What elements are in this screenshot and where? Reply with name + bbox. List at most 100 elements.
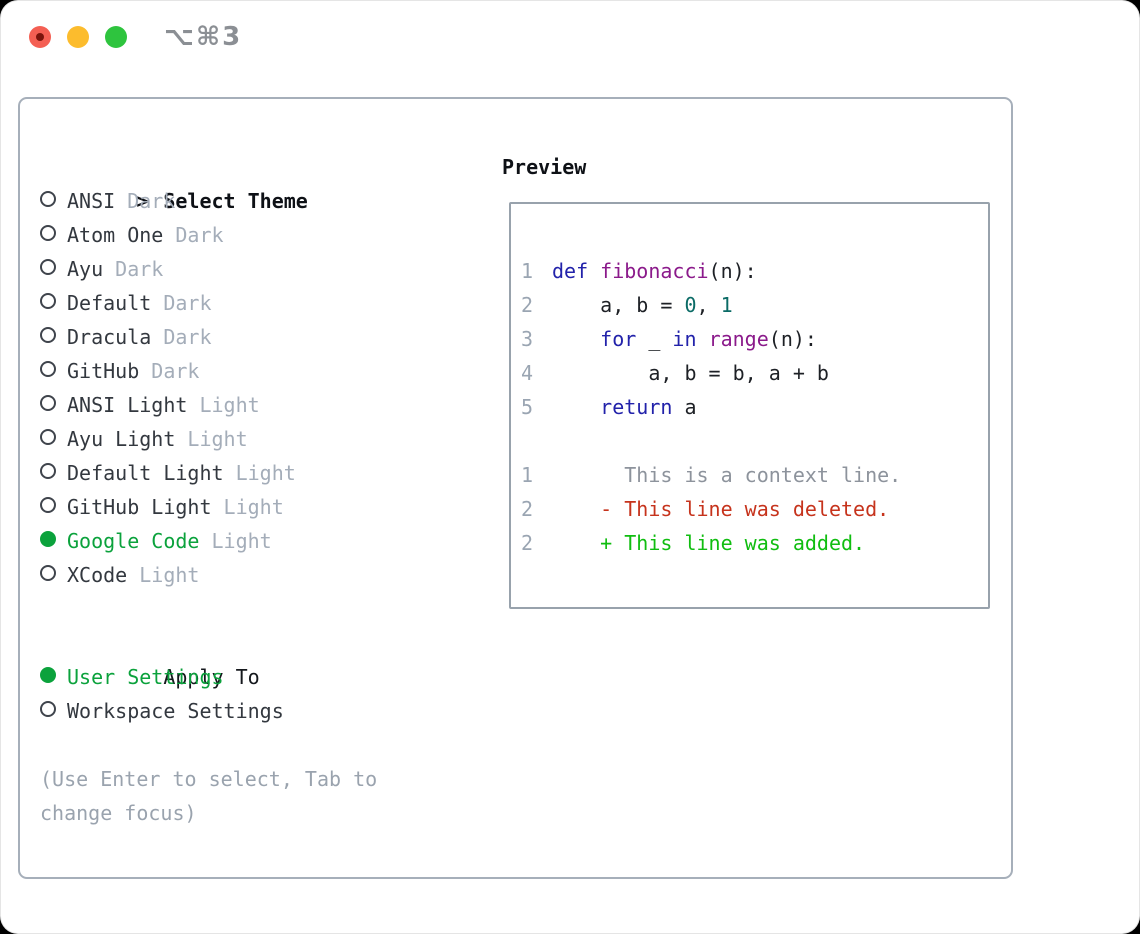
theme-item-variant: Light: [199, 393, 260, 417]
theme-item-github[interactable]: GitHub Dark: [40, 354, 308, 388]
token-keyword: return: [600, 395, 673, 419]
radio-icon: [40, 293, 56, 309]
theme-item-label: Ayu: [67, 257, 116, 281]
radio-icon: [40, 558, 67, 592]
token-function_name: fibonacci: [600, 259, 709, 283]
radio-icon: [40, 463, 56, 479]
line-number: 1: [521, 259, 534, 283]
radio-icon: [40, 388, 67, 422]
line-number: 2: [521, 497, 534, 521]
zoom-button[interactable]: [105, 26, 127, 48]
close-button[interactable]: [29, 26, 51, 48]
diff-preview: 1 This is a context line.2 - This line w…: [521, 458, 988, 560]
theme-item-variant: Dark: [151, 359, 200, 383]
apply-to-heading-row: Apply To: [40, 626, 284, 689]
minimize-button[interactable]: [67, 26, 89, 48]
radio-icon: [40, 565, 56, 581]
token-plain: a, b =: [552, 293, 685, 317]
theme-list-heading-row: >Select Theme: [40, 150, 308, 213]
radio-icon: [40, 456, 67, 490]
theme-item-variant: Dark: [163, 325, 212, 349]
radio-icon: [40, 252, 67, 286]
theme-item-label: ANSI Light: [67, 393, 200, 417]
theme-item-google-code[interactable]: Google Code Light: [40, 524, 308, 558]
radio-icon: [40, 354, 67, 388]
window-title: ⌥⌘3: [164, 22, 243, 52]
theme-item-ayu[interactable]: Ayu Dark: [40, 252, 308, 286]
token-plain: [697, 327, 709, 351]
line-number: 3: [521, 327, 534, 351]
apply-option-label: User Settings: [67, 665, 224, 689]
radio-icon: [40, 395, 56, 411]
token-plain: ,: [696, 293, 721, 317]
theme-item-label: Dracula: [67, 325, 164, 349]
theme-item-ayu-light[interactable]: Ayu Light Light: [40, 422, 308, 456]
diff-line-added: 2 + This line was added.: [521, 526, 988, 560]
line-number: 5: [521, 395, 534, 419]
code-line: 4 a, b = b, a + b: [521, 356, 988, 390]
theme-item-default-light[interactable]: Default Light Light: [40, 456, 308, 490]
diff-text: + This line was added.: [552, 531, 866, 555]
theme-item-variant: Dark: [163, 291, 212, 315]
theme-item-ansi[interactable]: ANSI Dark: [40, 184, 308, 218]
token-keyword: def: [552, 259, 589, 283]
radio-icon: [40, 490, 67, 524]
line-number: 1: [521, 463, 534, 487]
theme-item-dracula[interactable]: Dracula Dark: [40, 320, 308, 354]
token-keyword: in: [672, 327, 697, 351]
radio-icon: [40, 191, 56, 207]
theme-item-variant: Dark: [115, 257, 164, 281]
radio-icon: [40, 429, 56, 445]
token-plain: (n):: [708, 259, 757, 283]
apply-option-workspace-settings[interactable]: Workspace Settings: [40, 694, 284, 728]
theme-item-label: GitHub: [67, 359, 152, 383]
radio-icon: [40, 694, 67, 728]
radio-icon: [40, 701, 56, 717]
theme-item-label: XCode: [67, 563, 140, 587]
token-plain: [588, 259, 600, 283]
token-plain: _: [636, 327, 673, 351]
token-plain: [552, 327, 600, 351]
token-plain: (n):: [768, 327, 817, 351]
token-keyword: for: [600, 327, 637, 351]
radio-icon: [40, 422, 67, 456]
radio-icon: [40, 259, 56, 275]
line-number: 2: [521, 293, 534, 317]
radio-selected-icon: [40, 660, 67, 694]
radio-icon: [40, 361, 56, 377]
radio-selected-icon: [40, 667, 56, 683]
blank-line: [521, 424, 988, 458]
theme-item-atom-one[interactable]: Atom One Dark: [40, 218, 308, 252]
token-plain: a: [672, 395, 697, 419]
radio-icon: [40, 218, 67, 252]
theme-item-variant: Light: [211, 529, 272, 553]
hint-text: (Use Enter to select, Tab to change focu…: [40, 767, 378, 825]
theme-item-github-light[interactable]: GitHub Light Light: [40, 490, 308, 524]
theme-item-variant: Dark: [175, 223, 224, 247]
theme-item-label: GitHub Light: [67, 495, 224, 519]
titlebar: ⌥⌘3: [0, 0, 1140, 74]
theme-item-default[interactable]: Default Dark: [40, 286, 308, 320]
theme-item-label: Atom One: [67, 223, 176, 247]
apply-option-user-settings[interactable]: User Settings: [40, 660, 284, 694]
theme-item-label: Default: [67, 291, 164, 315]
theme-item-ansi-light[interactable]: ANSI Light Light: [40, 388, 308, 422]
code-line: 3 for _ in range(n):: [521, 322, 988, 356]
diff-line-context: 1 This is a context line.: [521, 458, 988, 492]
theme-item-label: Ayu Light: [67, 427, 188, 451]
diff-text: This is a context line.: [552, 463, 902, 487]
theme-item-xcode[interactable]: XCode Light: [40, 558, 308, 592]
preview-heading: Preview: [502, 155, 587, 179]
theme-item-label: Google Code: [67, 529, 212, 553]
theme-item-variant: Light: [139, 563, 200, 587]
theme-item-variant: Dark: [127, 189, 176, 213]
code-line: 5 return a: [521, 390, 988, 424]
theme-item-variant: Light: [235, 461, 296, 485]
radio-icon: [40, 320, 67, 354]
